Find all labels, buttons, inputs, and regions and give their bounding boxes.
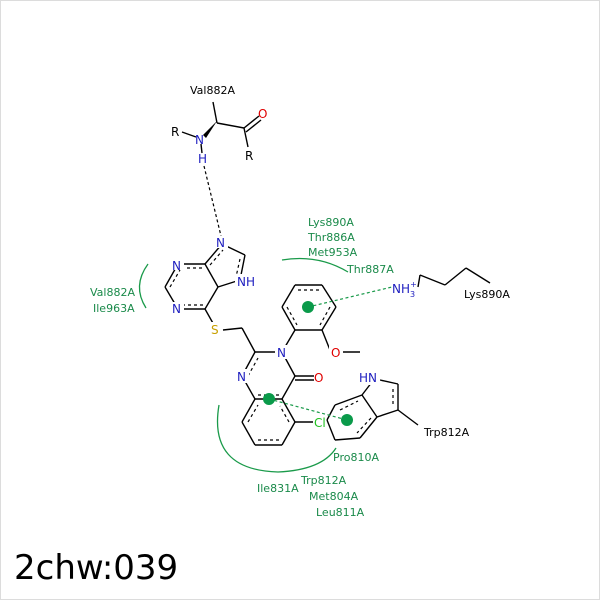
atom-o-methoxy: O xyxy=(331,346,340,360)
atom-nh-purine-9: NH xyxy=(237,275,255,289)
hydrophobic-label-trp812: Trp812A xyxy=(300,474,347,487)
atom-n-purine-7: N xyxy=(216,236,225,250)
hydrophobic-label-pro810: Pro810A xyxy=(333,451,379,464)
atom-nh3-lys890: NH3+ xyxy=(392,280,417,299)
hydrophobic-label-thr887: Thr887A xyxy=(346,263,394,276)
hydrophobic-label-met953: Met953A xyxy=(308,246,358,259)
residue-label-trp812-right: Trp812A xyxy=(423,426,470,439)
hbond-line xyxy=(203,165,222,237)
ring-centroid-indole xyxy=(341,414,353,426)
ring-centroid-quinazolinone xyxy=(263,393,275,405)
pi-cation-line xyxy=(307,286,393,308)
hydrophobic-label-met804: Met804A xyxy=(309,490,359,503)
atom-hn-trp812: HN xyxy=(359,371,377,385)
diagram-title: 2chw:039 xyxy=(14,548,179,588)
val882-backbone xyxy=(181,101,262,154)
atom-r-left: R xyxy=(171,125,179,139)
atom-n-quinazolinone-3: N xyxy=(277,346,286,360)
trp812-indole xyxy=(326,379,419,441)
lys890-sidechain xyxy=(417,267,491,288)
methoxyphenyl-ring xyxy=(281,284,360,353)
atom-n-backbone: N xyxy=(195,133,204,147)
hydrophobic-label-lys890: Lys890A xyxy=(308,216,354,229)
atom-cl: Cl xyxy=(314,416,326,430)
residue-label-val882-top: Val882A xyxy=(190,84,235,97)
hydrophobic-arc-left xyxy=(138,263,149,309)
hydrophobic-label-leu811: Leu811A xyxy=(316,506,365,519)
hydrophobic-label-val882: Val882A xyxy=(90,286,135,299)
atom-n-purine-3: N xyxy=(172,302,181,316)
hydrophobic-label-ile831: Ile831A xyxy=(257,482,299,495)
ring-centroid-methoxyphenyl xyxy=(302,301,314,313)
atom-r-right: R xyxy=(245,149,253,163)
atom-o-quinazolinone: O xyxy=(314,371,323,385)
atom-h-backbone: H xyxy=(198,152,207,166)
residue-label-lys890-right: Lys890A xyxy=(464,288,510,301)
hydrophobic-arc-bottom xyxy=(217,404,337,473)
pi-stacking-line xyxy=(268,398,348,421)
hydrophobic-arc-top xyxy=(281,257,349,273)
hydrophobic-label-ile963: Ile963A xyxy=(93,302,135,315)
atom-n-purine-1: N xyxy=(172,259,181,273)
atom-n-quinazolinone-1: N xyxy=(237,370,246,384)
atom-o-carbonyl: O xyxy=(258,107,267,121)
hydrophobic-label-thr886: Thr886A xyxy=(307,231,355,244)
atom-s-thioether: S xyxy=(211,323,219,337)
